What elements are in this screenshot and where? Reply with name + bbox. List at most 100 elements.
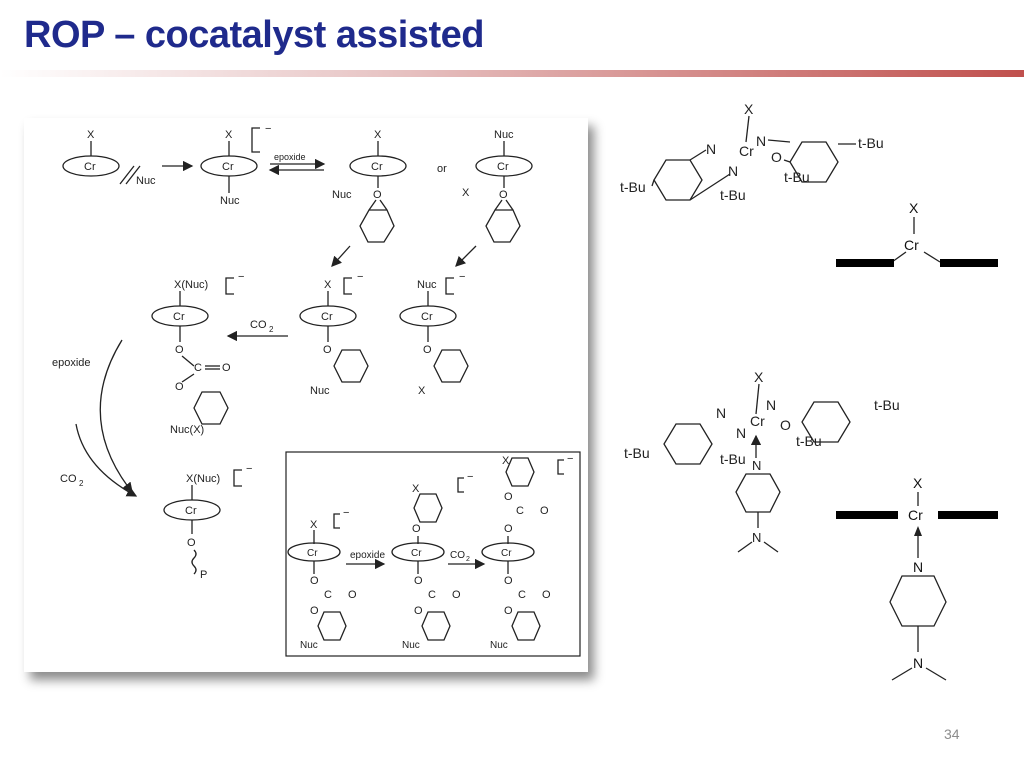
svg-text:Nuc(X): Nuc(X) [170, 424, 204, 436]
alkoxide-x: Nuc − Cr O X [399, 271, 469, 397]
svg-text:N: N [752, 530, 761, 545]
inset-step-1: X − Cr O C O O Nuc [287, 507, 357, 651]
svg-text:O: O [504, 605, 513, 617]
svg-text:Nuc: Nuc [402, 640, 420, 651]
svg-text:N: N [728, 163, 738, 179]
svg-text:C: C [518, 589, 526, 601]
slide-title: ROP – cocatalyst assisted [24, 14, 484, 56]
svg-text:N: N [913, 655, 923, 671]
title-underline [0, 70, 1024, 77]
svg-text:O: O [310, 605, 319, 617]
svg-text:C: C [324, 589, 332, 601]
svg-text:O: O [348, 589, 357, 601]
svg-text:t-Bu: t-Bu [624, 445, 650, 461]
svg-text:X: X [909, 200, 919, 216]
svg-text:Nuc: Nuc [490, 640, 508, 651]
svg-text:O: O [412, 523, 421, 535]
inset-propagation-box: X − Cr O C O O Nuc epoxide X − [285, 451, 581, 657]
svg-text:C: C [428, 589, 436, 601]
svg-text:Nuc: Nuc [310, 385, 330, 397]
svg-text:X: X [412, 483, 420, 495]
svg-text:t-Bu: t-Bu [720, 451, 746, 467]
svg-text:O: O [499, 189, 508, 201]
svg-text:O: O [504, 491, 513, 503]
svg-text:O: O [542, 589, 551, 601]
svg-text:Cr: Cr [173, 311, 185, 323]
svg-text:t-Bu: t-Bu [620, 179, 646, 195]
svg-text:Cr: Cr [497, 161, 509, 173]
carbonate-intermediate: X(Nuc) − Cr O C O O Nuc(X) [151, 271, 244, 436]
svg-text:−: − [246, 463, 252, 475]
svg-text:−: − [238, 271, 244, 283]
svg-text:N: N [756, 133, 766, 149]
svg-text:t-Bu: t-Bu [796, 433, 822, 449]
svg-text:CO: CO [450, 550, 465, 561]
growing-polymer: X(Nuc) − Cr O P [163, 463, 252, 581]
svg-text:O: O [175, 381, 184, 393]
svg-text:O: O [414, 575, 423, 587]
svg-text:O: O [373, 189, 382, 201]
svg-text:X: X [324, 279, 332, 291]
cr-dmap-schematic: X Cr N N [836, 475, 998, 681]
svg-text:2: 2 [79, 479, 84, 488]
svg-text:epoxide: epoxide [350, 550, 385, 561]
svg-text:Cr: Cr [185, 505, 197, 517]
salen-cr-x-complex: X N N Cr N O t-Bu t-Bu t-Bu t-Bu [620, 101, 884, 203]
svg-text:N: N [913, 559, 923, 575]
svg-text:epoxide: epoxide [274, 152, 306, 162]
svg-text:O: O [187, 537, 196, 549]
svg-text:Cr: Cr [307, 548, 318, 559]
svg-text:X: X [87, 129, 95, 141]
alkoxide-nuc: X − Cr O Nuc [299, 271, 369, 397]
epoxide-coordination-x: Nuc Cr O X [462, 129, 533, 243]
svg-text:N: N [766, 397, 776, 413]
svg-text:Cr: Cr [84, 161, 96, 173]
svg-text:Cr: Cr [371, 161, 383, 173]
svg-text:N: N [736, 425, 746, 441]
svg-text:O: O [771, 149, 782, 165]
svg-text:−: − [567, 453, 573, 465]
svg-text:−: − [265, 123, 271, 135]
svg-text:X: X [913, 475, 923, 491]
svg-text:O: O [504, 523, 513, 535]
svg-text:−: − [459, 271, 465, 283]
svg-text:O: O [310, 575, 319, 587]
svg-text:N: N [706, 141, 716, 157]
svg-text:X(Nuc): X(Nuc) [186, 473, 220, 485]
svg-text:2: 2 [269, 325, 274, 334]
mechanism-scheme: X Cr Nuc X Cr Nuc − epoxide X [52, 123, 581, 657]
svg-text:Cr: Cr [904, 237, 919, 253]
svg-text:CO: CO [250, 319, 267, 331]
inset-step-3: X − O C O O Cr O C O O Nuc [481, 453, 573, 651]
svg-text:Cr: Cr [750, 413, 765, 429]
svg-text:X: X [502, 455, 510, 467]
svg-text:O: O [423, 344, 432, 356]
svg-text:O: O [452, 589, 461, 601]
svg-text:X: X [462, 187, 470, 199]
svg-text:X: X [744, 101, 754, 117]
svg-text:Cr: Cr [739, 143, 754, 159]
svg-text:2: 2 [466, 556, 470, 563]
svg-text:t-Bu: t-Bu [874, 397, 900, 413]
svg-text:O: O [323, 344, 332, 356]
svg-text:O: O [540, 505, 549, 517]
svg-text:−: − [357, 271, 363, 283]
svg-text:Nuc: Nuc [220, 195, 240, 207]
svg-text:t-Bu: t-Bu [784, 169, 810, 185]
svg-text:N: N [716, 405, 726, 421]
svg-text:O: O [175, 344, 184, 356]
svg-text:C: C [516, 505, 524, 517]
svg-text:O: O [414, 605, 423, 617]
inset-step-2: X − O Cr O C O O Nuc [391, 471, 473, 651]
svg-text:Cr: Cr [908, 507, 923, 523]
epoxide-coordination-nuc: X Cr O Nuc [332, 129, 407, 243]
svg-text:t-Bu: t-Bu [720, 187, 746, 203]
svg-text:Nuc: Nuc [136, 175, 156, 187]
mechanism-scheme-panel: X Cr Nuc X Cr Nuc − epoxide X [24, 118, 588, 672]
svg-text:X: X [374, 129, 382, 141]
svg-text:CO: CO [60, 473, 77, 485]
svg-text:epoxide: epoxide [52, 357, 91, 369]
svg-text:O: O [504, 575, 513, 587]
svg-text:X: X [418, 385, 426, 397]
cr-x-schematic: X Cr [836, 200, 998, 267]
